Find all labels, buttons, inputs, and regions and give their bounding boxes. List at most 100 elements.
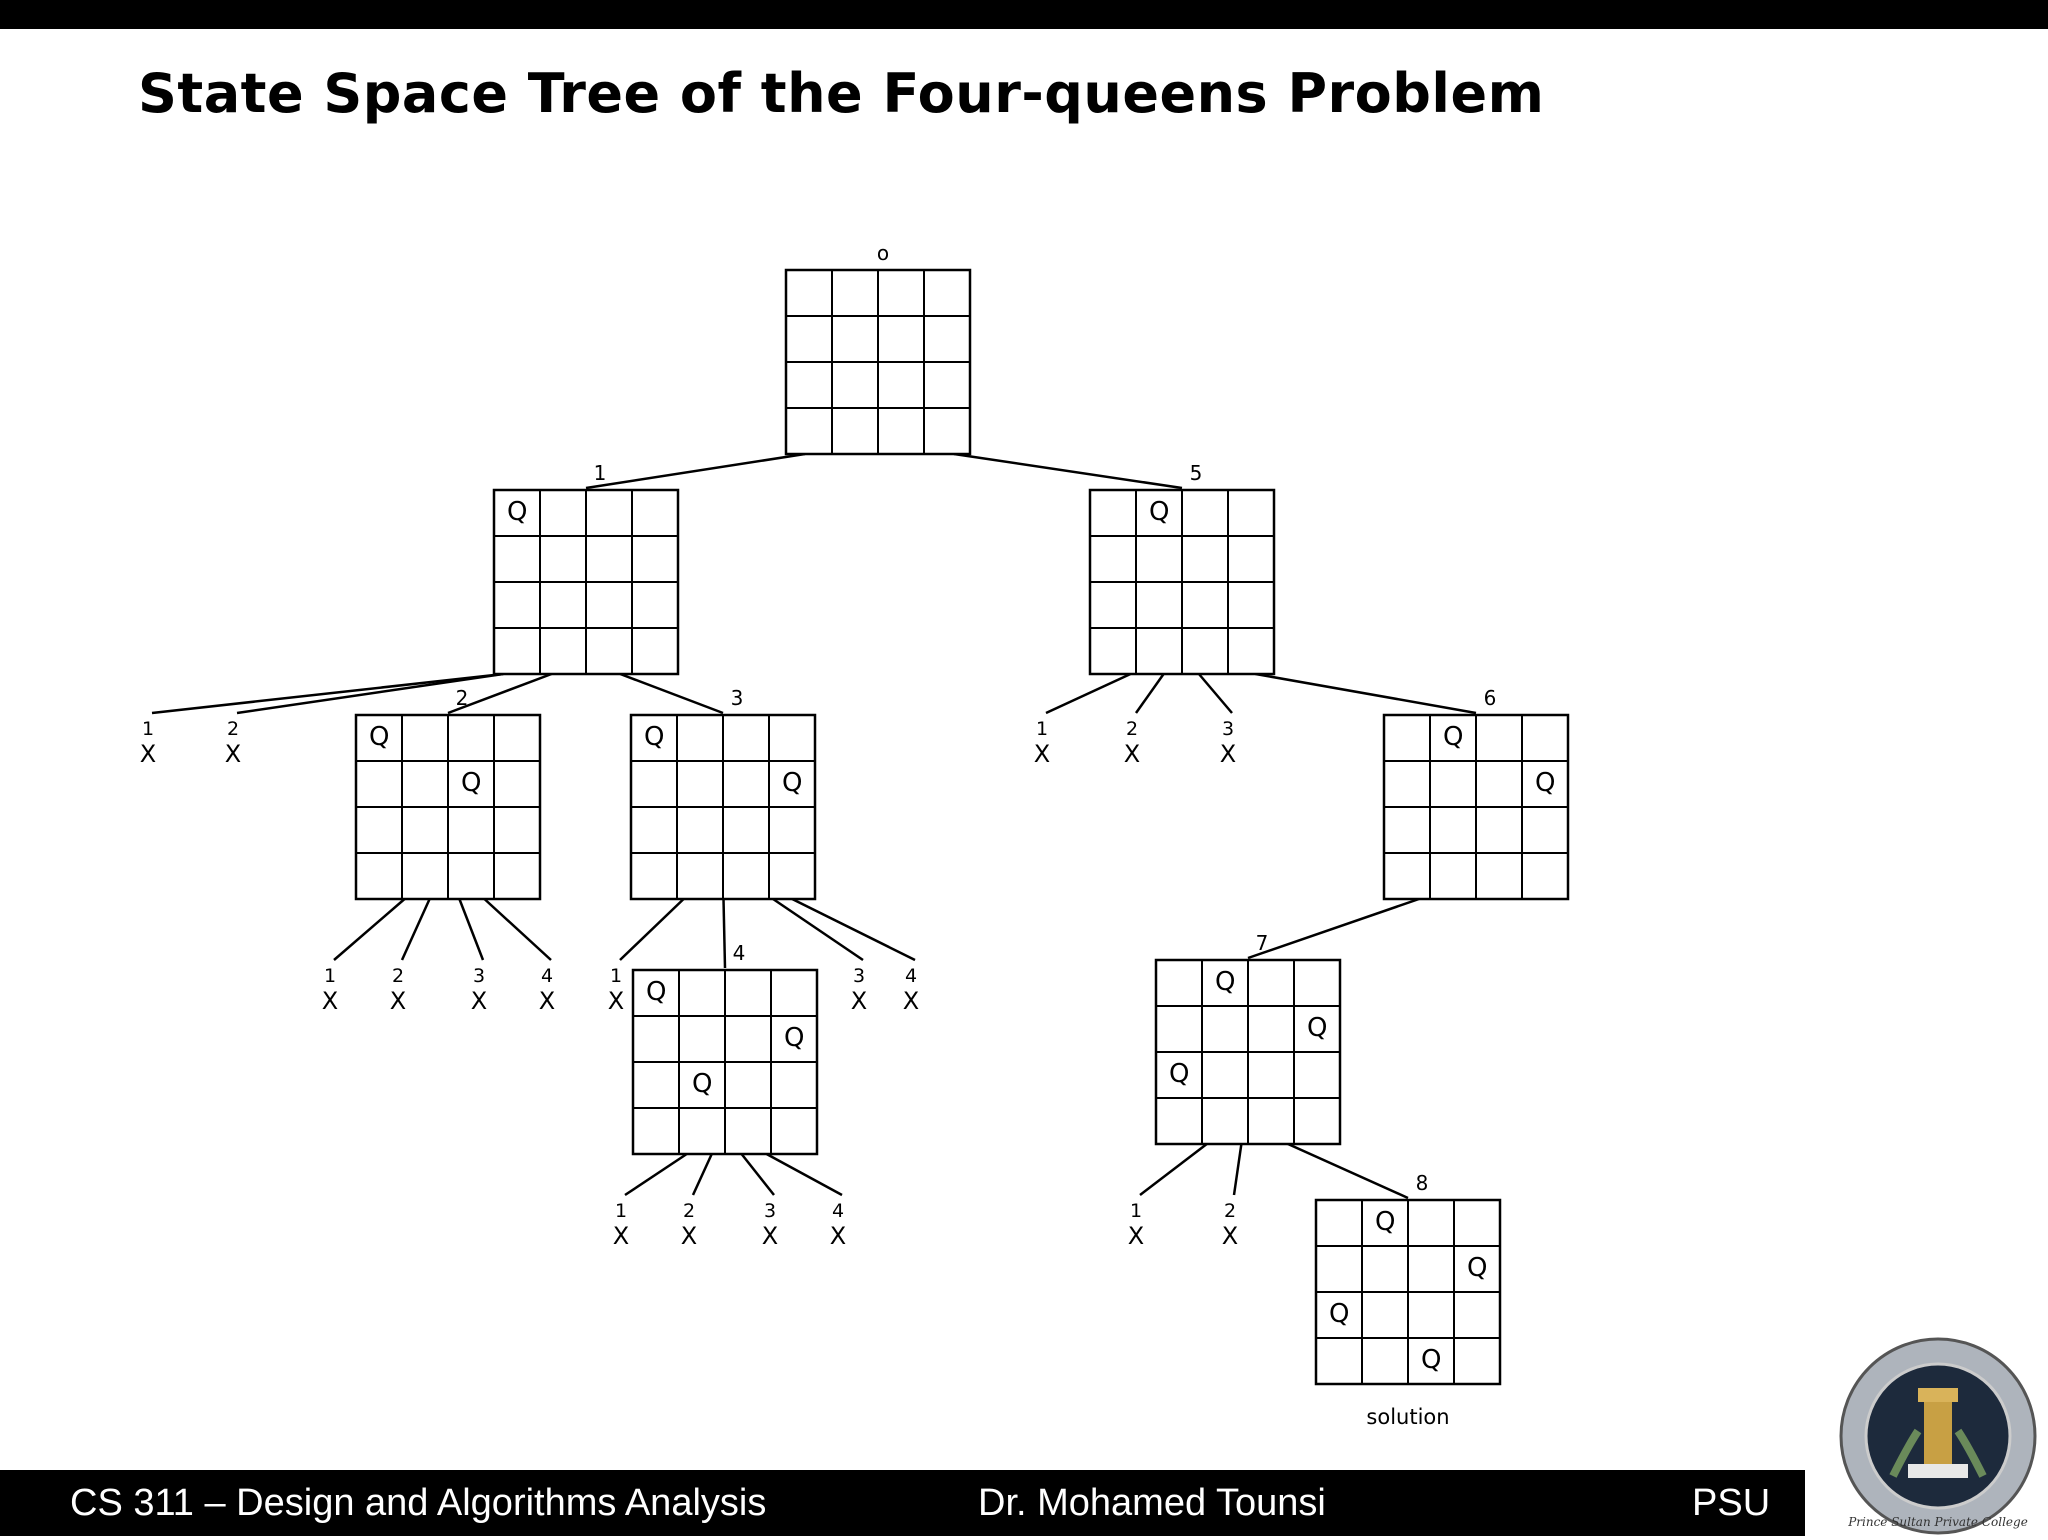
node-label-4: 4: [733, 941, 746, 965]
queen-mark: Q: [1215, 967, 1235, 997]
dead-end-7-2: 2X: [1222, 1200, 1238, 1250]
dead-end-number: 2: [1126, 718, 1138, 740]
college-seal-icon: Prince Sultan Private College: [1838, 1336, 2038, 1536]
queen-mark: Q: [461, 768, 481, 798]
dead-end-4-2: 2X: [681, 1200, 697, 1250]
board-node-4: Q Q Q 4: [631, 941, 819, 1156]
solution-label: solution: [1366, 1405, 1449, 1429]
tree-edge-deadend-5-3: [1197, 673, 1233, 714]
dead-end-x: X: [322, 987, 338, 1015]
queen-mark: Q: [1443, 722, 1463, 752]
tree-edge-1-3: [619, 672, 724, 715]
dead-end-number: 2: [1224, 1200, 1236, 1222]
dead-end-number: 3: [853, 965, 865, 987]
dead-end-7-1: 1X: [1128, 1200, 1144, 1250]
dead-end-number: 1: [142, 718, 154, 740]
dead-end-x: X: [1124, 740, 1140, 768]
dead-end-x: X: [471, 987, 487, 1015]
tree-edge-deadend-3-1: [619, 898, 685, 961]
dead-end-x: X: [390, 987, 406, 1015]
queen-mark: Q: [1467, 1253, 1487, 1283]
tree-edge-deadend-1-2: [236, 672, 504, 715]
dead-end-number: 4: [541, 965, 553, 987]
queen-mark: Q: [646, 977, 666, 1007]
dead-end-4-1: 1X: [613, 1200, 629, 1250]
footer-org: PSU: [1692, 1482, 1771, 1524]
tree-edge-6-7: [1247, 897, 1420, 960]
tree-edge-1-2: [447, 672, 552, 715]
dead-end-number: 2: [683, 1200, 695, 1222]
tree-edge-deadend-4-1: [624, 1152, 688, 1197]
dead-end-x: X: [903, 987, 919, 1015]
queen-mark: Q: [644, 722, 664, 752]
queen-mark: Q: [1375, 1207, 1395, 1237]
dead-end-x: X: [851, 987, 867, 1015]
dead-end-number: 3: [1222, 718, 1234, 740]
tree-edge-deadend-5-1: [1045, 672, 1132, 715]
dead-end-5-1: 1X: [1034, 718, 1050, 768]
dead-end-x: X: [830, 1222, 846, 1250]
board-node-1: Q1: [492, 461, 680, 676]
tree-edge-deadend-2-4: [483, 898, 552, 961]
dead-end-x: X: [681, 1222, 697, 1250]
node-label-6: 6: [1484, 686, 1497, 710]
dead-end-5-3: 3X: [1220, 718, 1236, 768]
node-label-5: 5: [1190, 461, 1203, 485]
queen-mark: Q: [507, 497, 527, 527]
dead-end-1-2: 2X: [225, 718, 241, 768]
node-label-2: 2: [456, 686, 469, 710]
dead-end-number: 4: [905, 965, 917, 987]
dead-end-number: 1: [1036, 718, 1048, 740]
tree-edge-deadend-4-4: [765, 1152, 843, 1197]
footer-course: CS 311 – Design and Algorithms Analysis: [70, 1482, 767, 1524]
footer-author: Dr. Mohamed Tounsi: [978, 1482, 1326, 1524]
dead-end-x: X: [140, 740, 156, 768]
dead-end-2-2: 2X: [390, 965, 406, 1015]
queen-mark: Q: [1169, 1059, 1189, 1089]
board-node-6: QQ6: [1382, 686, 1570, 901]
tree-edge-0-5: [953, 452, 1183, 490]
queen-mark: Q: [784, 1023, 804, 1053]
dead-end-number: 3: [764, 1200, 776, 1222]
queen-mark: Q: [1149, 497, 1169, 527]
tree-edge-5-6: [1255, 672, 1477, 715]
queen-mark: Q: [1307, 1013, 1327, 1043]
dead-end-x: X: [608, 987, 624, 1015]
tree-edge-deadend-3-3: [772, 897, 864, 962]
board-node-5: Q5: [1088, 461, 1276, 676]
node-label-7: 7: [1256, 931, 1269, 955]
dead-end-number: 4: [832, 1200, 844, 1222]
tree-edge-deadend-3-4: [791, 897, 916, 962]
node-label-3: 3: [731, 686, 744, 710]
queen-mark: Q: [1329, 1299, 1349, 1329]
tree-edge-deadend-4-2: [691, 1153, 713, 1196]
queen-mark: Q: [369, 722, 389, 752]
board-node-0: o: [784, 241, 972, 456]
queen-mark: Q: [692, 1069, 712, 1099]
queen-mark: Q: [782, 768, 802, 798]
tree-edge-0-1: [585, 452, 806, 490]
college-seal-graphic: Prince Sultan Private College: [1839, 1337, 2037, 1535]
dead-end-1-1: 1X: [140, 718, 156, 768]
dead-end-number: 1: [324, 965, 336, 987]
dead-end-number: 1: [615, 1200, 627, 1222]
board-node-2: Q Q 2: [354, 686, 542, 901]
dead-end-x: X: [1034, 740, 1050, 768]
dead-end-x: X: [539, 987, 555, 1015]
tree-edge-deadend-4-3: [740, 1153, 775, 1196]
dead-end-x: X: [1222, 1222, 1238, 1250]
dead-end-3-4: 4X: [903, 965, 919, 1015]
top-bar: [0, 0, 2048, 29]
node-label-0: o: [877, 241, 889, 265]
dead-end-4-4: 4X: [830, 1200, 846, 1250]
queen-mark: Q: [1421, 1345, 1441, 1375]
dead-end-x: X: [225, 740, 241, 768]
tree-edge-deadend-5-2: [1134, 673, 1165, 714]
tree-edge-deadend-1-1: [151, 672, 504, 715]
slide-title: State Space Tree of the Four-queens Prob…: [138, 62, 1545, 125]
svg-text:Prince Sultan Private College: Prince Sultan Private College: [1847, 1515, 2028, 1529]
board-node-3: Q Q 3: [629, 686, 817, 901]
